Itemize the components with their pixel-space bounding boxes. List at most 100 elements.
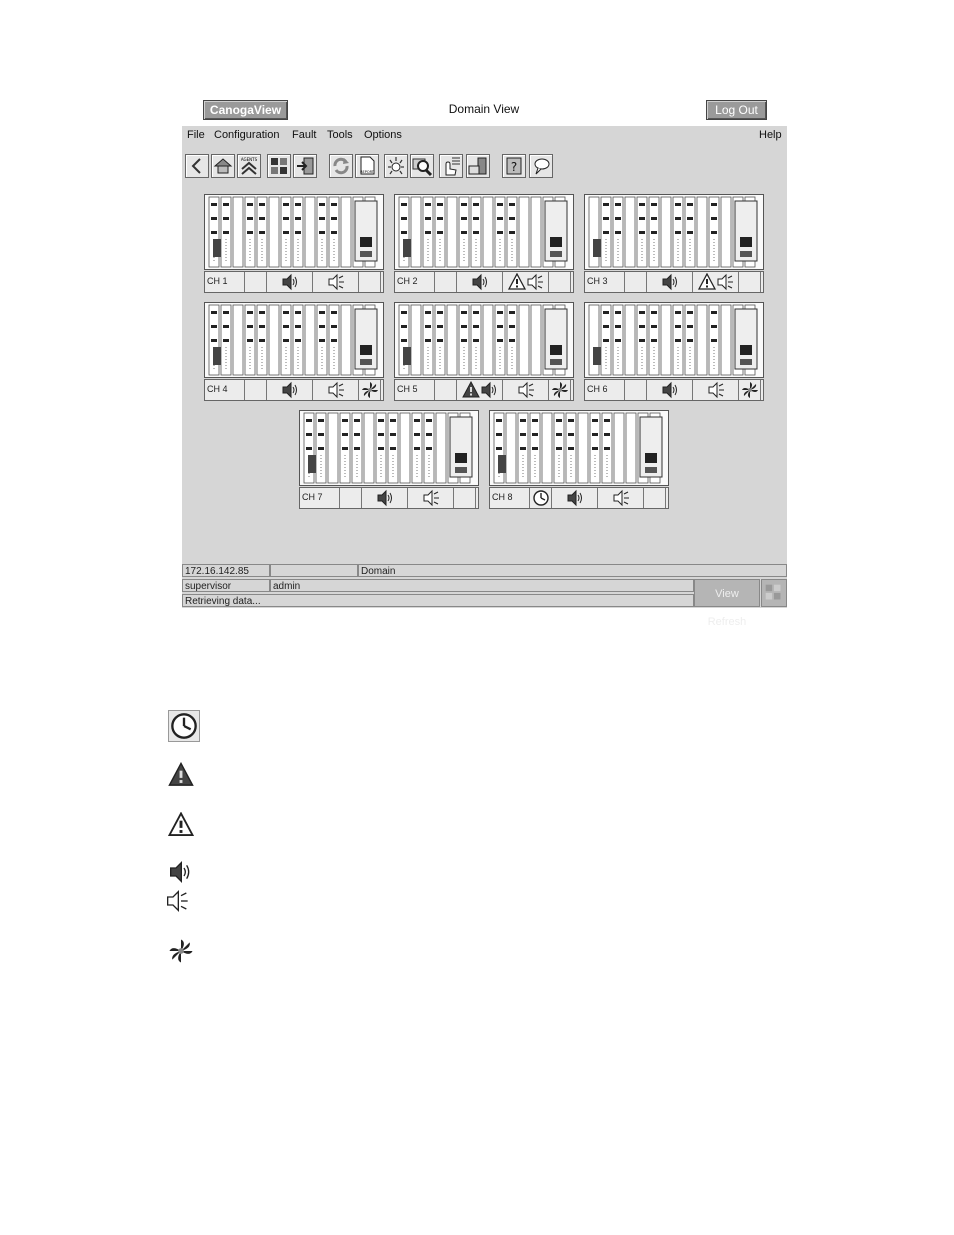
status-cell [552,488,598,508]
chassis-6[interactable]: CH 6 [584,302,764,402]
legend-speaker-loud-icon [168,860,192,884]
chassis-label: CH 6 [587,384,608,394]
status-cell: CH 1 [205,272,245,292]
chassis-5[interactable]: CH 5 [394,302,574,402]
chassis-status-row: CH 2 [394,271,574,293]
chassis-rack[interactable] [299,410,479,486]
view-refresh-button[interactable]: View Refresh [694,579,760,607]
legend-warning-outline-icon [168,812,194,838]
chassis-label: CH 8 [492,492,513,502]
menu-configuration[interactable]: Configuration [214,129,279,141]
status-cell [362,488,408,508]
empty-field [270,564,358,577]
status-cell [693,272,739,292]
chassis-status-row: CH 1 [204,271,384,293]
report-icon[interactable]: REPORT [355,154,379,178]
chassis-status-row: CH 3 [584,271,764,293]
legend-clock-icon [168,710,200,742]
help-icon[interactable]: ? [502,154,526,178]
svg-text:?: ? [511,160,517,174]
status-cell [267,380,313,400]
logout-button[interactable]: Log Out [706,100,767,120]
chassis-label: CH 2 [397,276,418,286]
search-icon[interactable] [410,154,434,178]
database-icon[interactable] [466,154,490,178]
chassis-rack[interactable] [584,302,764,378]
legend-speaker-quiet-icon [165,889,189,913]
chassis-rack[interactable] [584,194,764,270]
exit-icon[interactable] [293,154,317,178]
ip-field: 172.16.142.85 [182,564,270,577]
chassis-8[interactable]: CH 8 [489,410,669,510]
menu-tools[interactable]: Tools [327,129,353,141]
menu-file[interactable]: File [187,129,205,141]
chassis-status-row: CH 6 [584,379,764,401]
agents-text: AGENTS [241,157,258,162]
chassis-rack[interactable] [394,302,574,378]
status-cell [457,380,503,400]
back-icon[interactable] [185,154,209,178]
context-field: Domain [358,564,787,577]
chassis-rack[interactable] [394,194,574,270]
refresh-square-icon[interactable] [761,579,787,607]
status-cell [503,272,549,292]
menu-options[interactable]: Options [364,129,402,141]
chassis-rack[interactable] [204,302,384,378]
legend-warning-filled-icon [168,762,194,788]
chassis-3[interactable]: CH 3 [584,194,764,294]
status-bar: 172.16.142.85 Domain supervisor admin Re… [182,564,787,608]
status-cell [435,380,457,400]
status-cell: CH 2 [395,272,435,292]
pointer-list-icon[interactable] [439,154,463,178]
chassis-status-row: CH 4 [204,379,384,401]
chassis-label: CH 5 [397,384,418,394]
status-cell [454,488,476,508]
status-cell [245,380,267,400]
page-title: Domain View [384,102,584,116]
chat-icon[interactable] [529,154,553,178]
status-cell [245,272,267,292]
status-cell [549,380,571,400]
menu-fault[interactable]: Fault [292,129,316,141]
status-cell: CH 4 [205,380,245,400]
status-cell [503,380,549,400]
status-cell [625,380,647,400]
status-cell [739,380,761,400]
status-cell: CH 3 [585,272,625,292]
status-cell [408,488,454,508]
status-cell: CH 6 [585,380,625,400]
toolbar: AGENTS REPORT ? [182,150,787,186]
refresh-icon[interactable] [329,154,353,178]
home-icon[interactable] [211,154,235,178]
domain-view-window: File Configuration Fault Tools Options H… [182,126,787,608]
status-cell [647,272,693,292]
canogaview-button[interactable]: CanogaView [203,100,288,120]
alarm-icon[interactable] [384,154,408,178]
menu-help[interactable]: Help [759,129,782,141]
chassis-rack[interactable] [204,194,384,270]
chassis-status-row: CH 7 [299,487,479,509]
status-cell [625,272,647,292]
grid-icon[interactable] [267,154,291,178]
chassis-1[interactable]: CH 1 [204,194,384,294]
status-cell [313,380,359,400]
chassis-label: CH 3 [587,276,608,286]
status-cell [267,272,313,292]
status-cell [530,488,552,508]
chassis-rack[interactable] [489,410,669,486]
chassis-status-row: CH 5 [394,379,574,401]
chassis-4[interactable]: CH 4 [204,302,384,402]
agents-icon[interactable]: AGENTS [237,154,261,178]
chassis-status-row: CH 8 [489,487,669,509]
status-cell [435,272,457,292]
status-cell: CH 8 [490,488,530,508]
chassis-7[interactable]: CH 7 [299,410,479,510]
chassis-label: CH 7 [302,492,323,502]
status-cell [313,272,359,292]
chassis-2[interactable]: CH 2 [394,194,574,294]
role-field: supervisor [182,579,270,592]
menu-bar: File Configuration Fault Tools Options H… [182,126,787,146]
status-cell: CH 5 [395,380,435,400]
user-field: admin [270,579,694,592]
status-cell: CH 7 [300,488,340,508]
